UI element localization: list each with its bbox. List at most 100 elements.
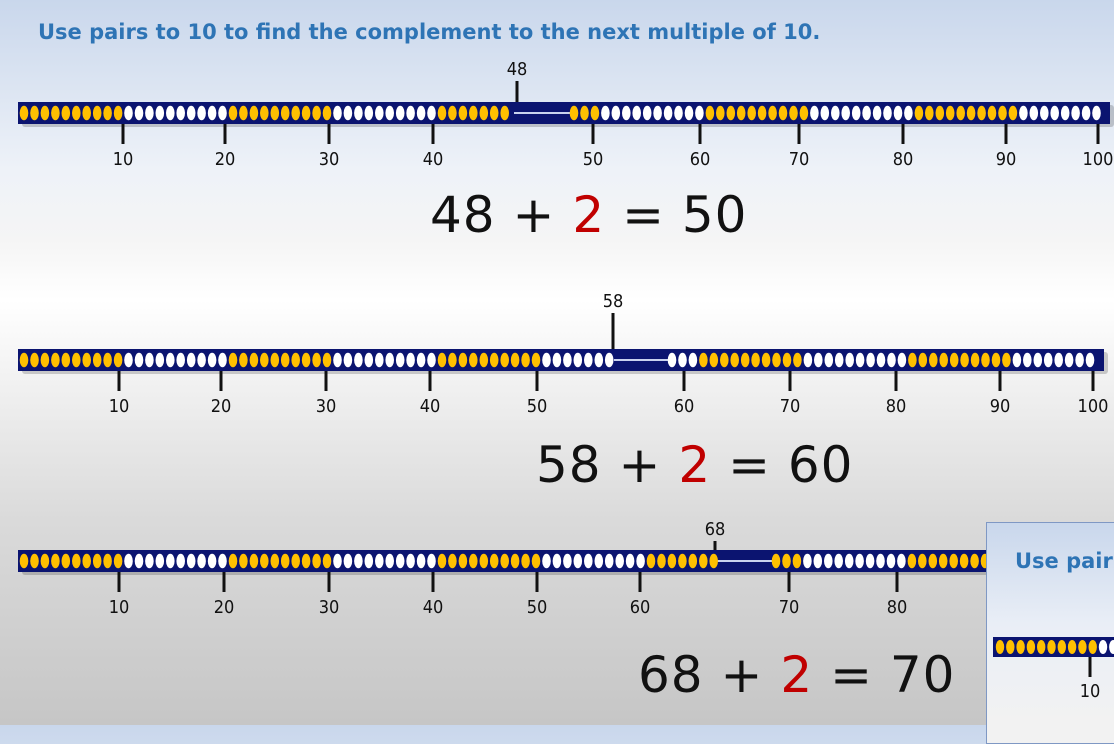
equation-2: 58 + 2 = 60: [536, 436, 854, 494]
bead: [406, 105, 415, 121]
bead: [747, 105, 756, 121]
bead: [427, 553, 436, 569]
tick-label: 70: [789, 149, 810, 170]
bead: [841, 105, 850, 121]
bead: [395, 553, 405, 569]
bead: [197, 105, 206, 121]
bead: [604, 352, 614, 368]
bead: [803, 553, 812, 569]
bead: [19, 553, 29, 569]
bead: [155, 553, 165, 569]
bead: [820, 105, 830, 121]
bead: [291, 352, 301, 368]
bead: [354, 105, 363, 121]
tick-label: 10: [109, 597, 130, 618]
bead: [270, 553, 280, 569]
bead: [395, 352, 405, 368]
bead: [500, 352, 510, 368]
bead: [959, 553, 969, 569]
bead: [646, 553, 656, 569]
equation-1-start: 48: [430, 186, 496, 244]
bead: [280, 105, 290, 121]
bead: [855, 352, 865, 368]
tick-label: 100: [1083, 149, 1114, 170]
bead: [312, 105, 321, 121]
bead: [145, 352, 154, 368]
position-marker-label: 68: [705, 519, 726, 540]
bead: [385, 553, 395, 569]
bead: [751, 352, 760, 368]
bead: [789, 105, 798, 121]
bead: [904, 105, 913, 121]
bead: [991, 352, 1001, 368]
bead: [82, 105, 91, 121]
bead: [176, 553, 185, 569]
bead: [726, 105, 736, 121]
tick-label: 70: [779, 597, 800, 618]
bead: [845, 352, 854, 368]
bead: [1050, 105, 1059, 121]
preview-bead: [1016, 640, 1025, 654]
bead: [260, 352, 269, 368]
bead: [479, 553, 489, 569]
tick-label: 30: [319, 149, 340, 170]
bead: [768, 105, 777, 121]
preview-bead: [1006, 640, 1015, 654]
bead: [301, 105, 311, 121]
bead: [720, 352, 729, 368]
bead: [584, 352, 593, 368]
bead: [949, 352, 959, 368]
tick-label: 80: [893, 149, 914, 170]
bead: [218, 352, 227, 368]
bead: [667, 553, 677, 569]
bead: [772, 352, 781, 368]
bead: [207, 352, 217, 368]
bead: [1075, 352, 1084, 368]
bead: [1040, 105, 1049, 121]
bead: [448, 553, 457, 569]
preview-bead: [1057, 640, 1066, 654]
bead: [1081, 105, 1091, 121]
bead: [897, 553, 906, 569]
bead: [771, 553, 781, 569]
bead: [573, 553, 583, 569]
bead: [92, 553, 102, 569]
preview-bead: [1026, 640, 1036, 654]
equation-1-result: 50: [681, 186, 748, 244]
tick-label: 40: [423, 597, 444, 618]
bead: [270, 105, 280, 121]
preview-bead: [1037, 640, 1046, 654]
bead: [134, 105, 144, 121]
next-slide-preview[interactable]: Use pair 10: [986, 522, 1114, 744]
bead: [469, 553, 478, 569]
bead: [563, 553, 572, 569]
bead: [406, 352, 415, 368]
equation-3-equals: =: [830, 646, 873, 704]
bead: [458, 553, 468, 569]
bead: [113, 105, 123, 121]
bead: [1071, 105, 1080, 121]
bead: [416, 105, 426, 121]
bead: [103, 105, 112, 121]
bead: [908, 352, 917, 368]
bead: [674, 105, 683, 121]
bead: [636, 553, 645, 569]
bead: [19, 105, 29, 121]
bead: [705, 105, 715, 121]
bead: [782, 553, 791, 569]
bead: [416, 553, 426, 569]
bead: [249, 553, 259, 569]
bead: [918, 553, 927, 569]
bead: [569, 105, 579, 121]
bead: [385, 105, 395, 121]
bead: [938, 553, 948, 569]
bead: [92, 352, 102, 368]
bead: [448, 105, 457, 121]
bead: [72, 553, 81, 569]
bead: [312, 352, 321, 368]
equation-1-complement: 2: [572, 186, 606, 244]
bead: [590, 105, 600, 121]
bead: [1064, 352, 1074, 368]
bead: [72, 105, 81, 121]
bead: [793, 352, 802, 368]
